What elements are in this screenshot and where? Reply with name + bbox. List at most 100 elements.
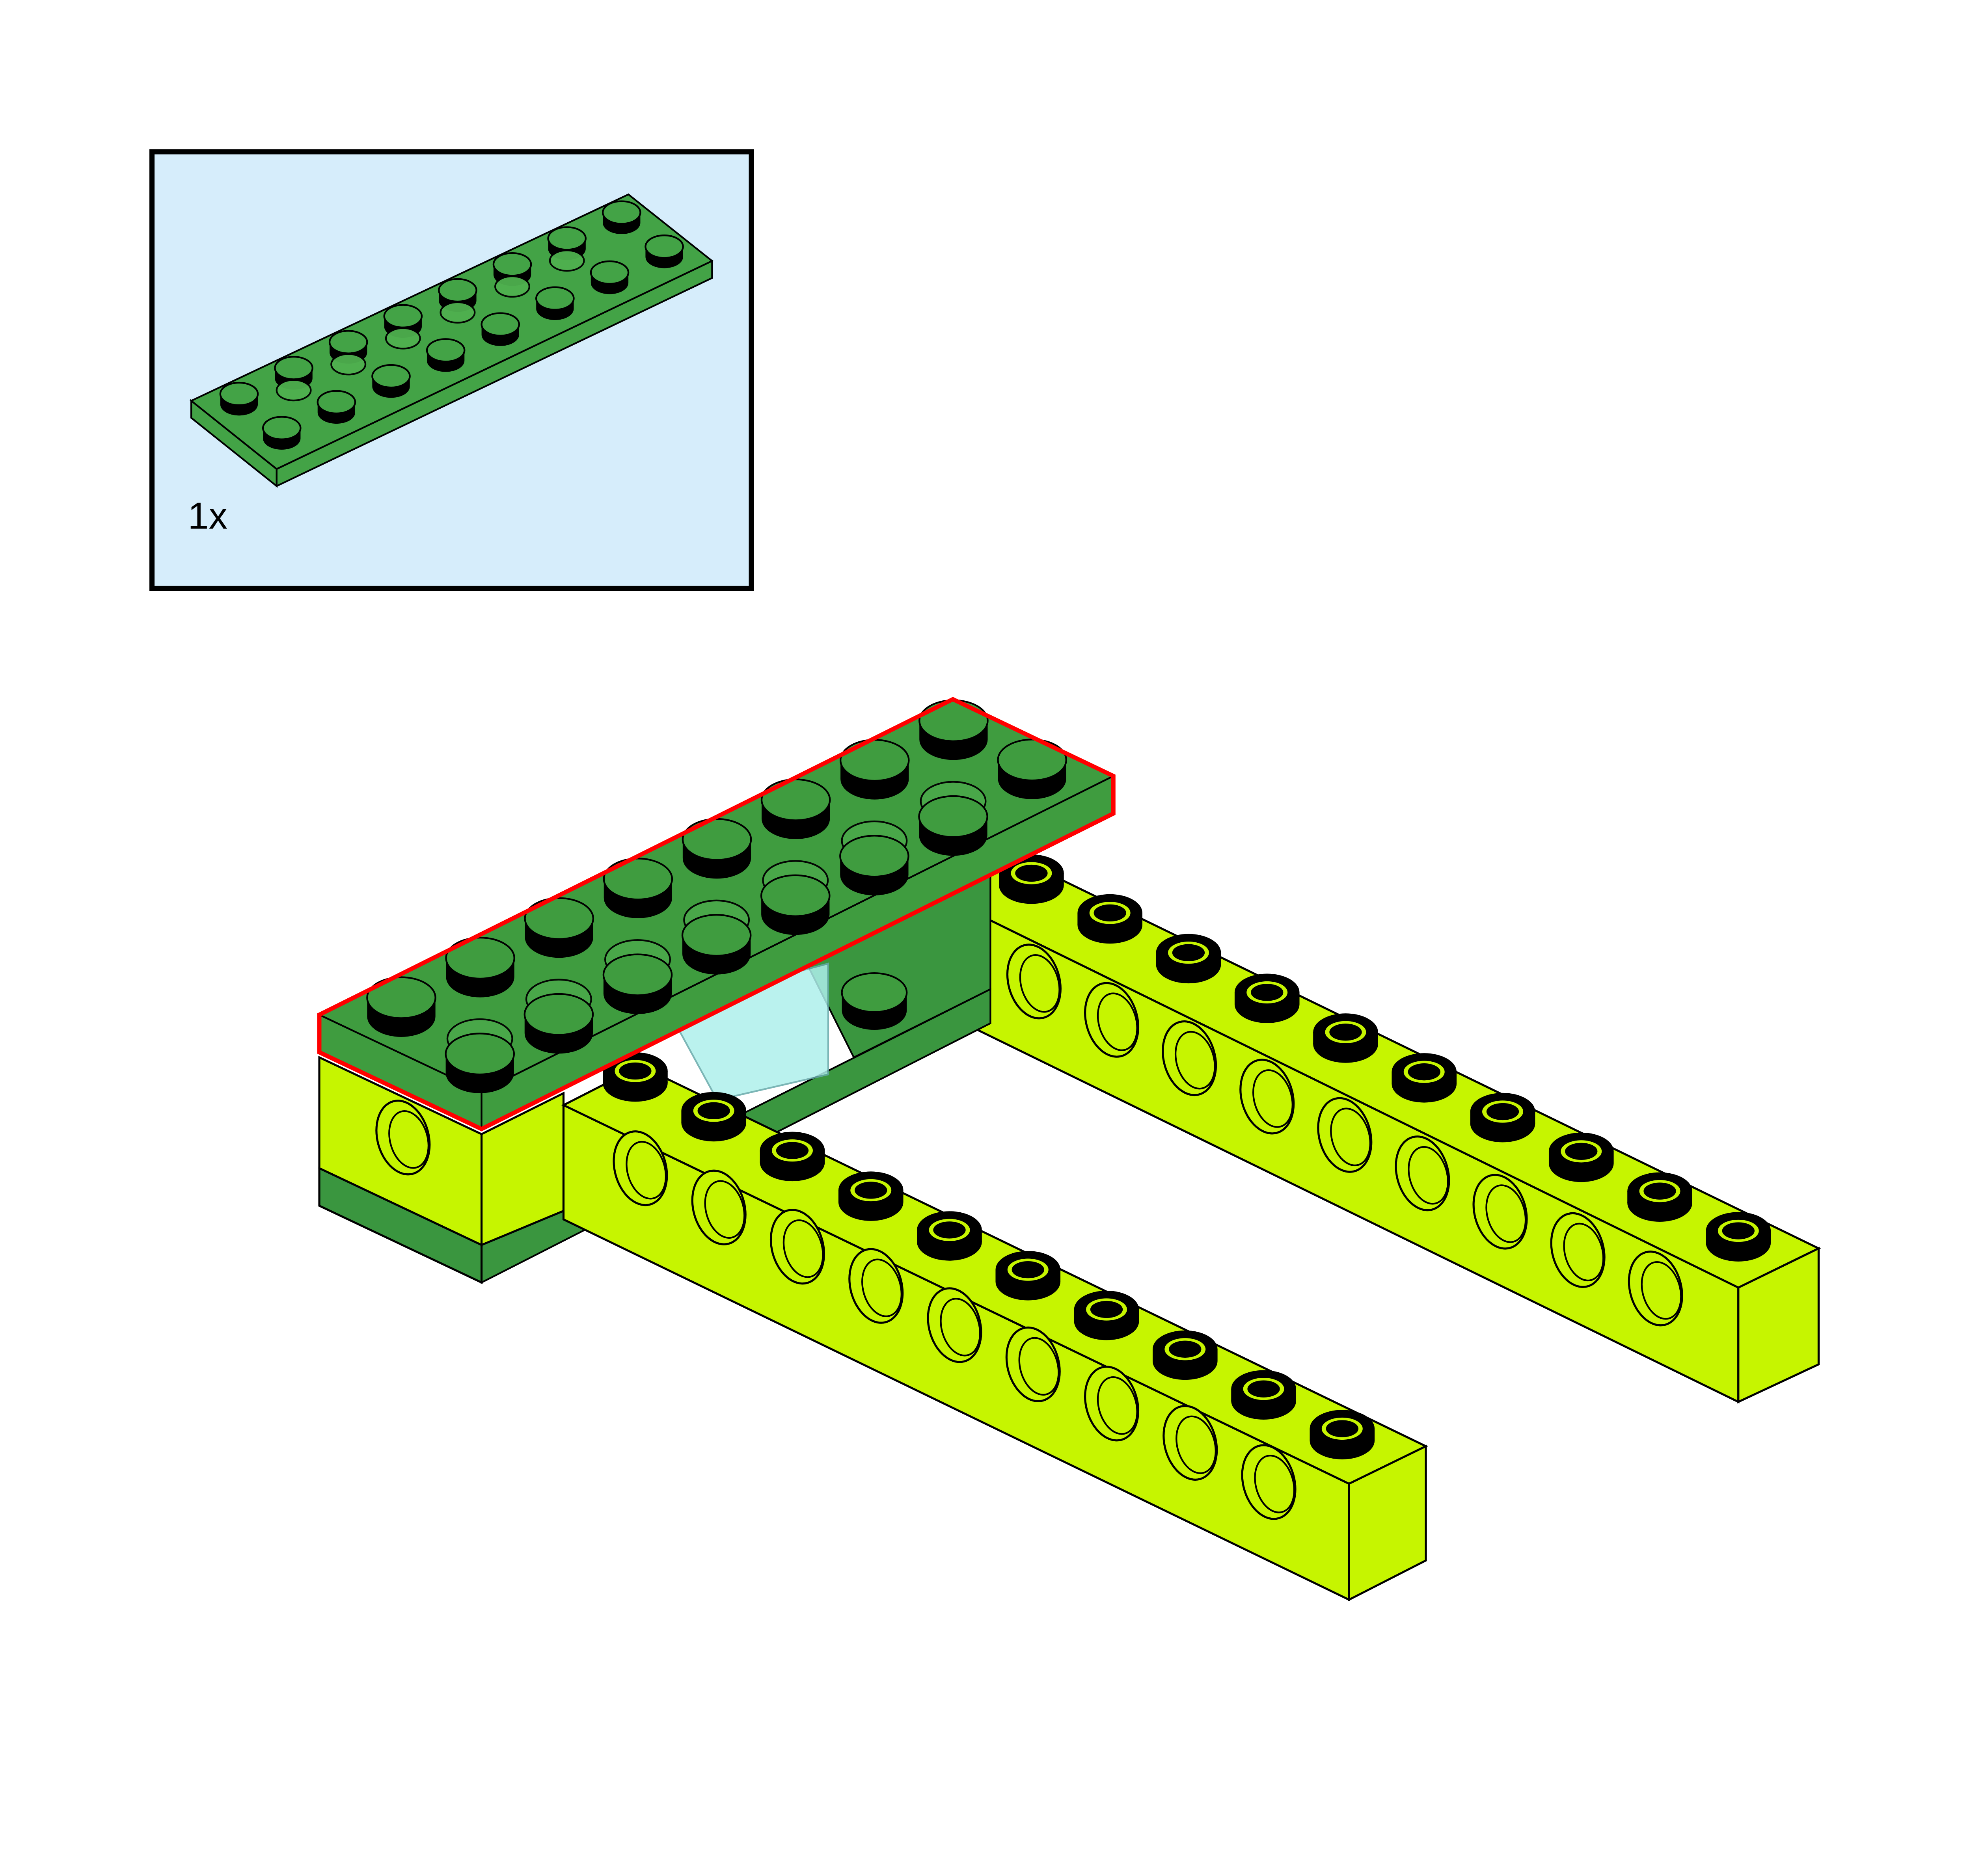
plate-stud [918,699,989,760]
plate-stud [523,993,594,1054]
callout-plate-part [190,193,714,488]
callout-stud [317,390,356,424]
hole-outer [1550,1212,1606,1288]
hole-inner [704,1180,745,1239]
hole-outer [1628,1251,1683,1327]
stud-top [547,226,587,251]
beam-stud [995,1251,1061,1301]
hole-inner [1408,1146,1449,1205]
beam-stud [603,1052,668,1102]
stud-top [262,416,302,440]
hole-inner [626,1141,667,1200]
beam-pin-hole [848,1248,904,1324]
parts-callout: 1x [149,149,754,591]
beam-pin-hole [769,1209,825,1285]
stud-top [219,382,259,406]
assembled-model [317,697,1821,1602]
stud-top [438,278,477,303]
plate-hole [494,275,531,298]
plate-stud [918,795,988,856]
hole-inner [1176,1415,1217,1474]
stud-top [645,234,684,259]
hole-outer [1162,1405,1218,1481]
hole-inner [1485,1184,1527,1243]
stud-hole [1169,1340,1202,1358]
beam-pin-hole [1084,982,1140,1058]
stud-top [602,200,641,225]
beam-stud [1234,973,1300,1023]
hole-outer [927,1287,982,1363]
beam-pin-hole [1006,944,1062,1020]
stud-top [274,356,313,380]
stud-hole [855,1182,887,1199]
beam-pin-hole [1395,1135,1450,1212]
new-plate-2x8 [317,697,1116,1132]
plate-hole [276,379,312,402]
stud-hole [1015,864,1048,882]
hole-inner [1641,1261,1682,1320]
stud-top [682,818,752,861]
brick-bottom-plate [318,1167,483,1284]
stud-top [328,330,368,354]
lower-plate-stud [841,972,908,1030]
hole-inner [1018,1337,1060,1396]
hole-outer [691,1169,747,1245]
beam-stud [1706,1212,1771,1262]
hole-inner [388,1110,430,1169]
beam-stud [1470,1092,1535,1143]
beam-end-face [1348,1444,1427,1602]
stud-top [492,252,532,277]
left-brick [318,1055,565,1284]
plate-stud [602,953,673,1014]
plate-stud [760,778,831,839]
plate-stud [760,874,831,935]
beam-pin-hole [1472,1174,1528,1250]
stud-hole [1172,944,1205,961]
stud-top [760,778,831,821]
plate-hole [440,301,476,324]
stud-hole [1247,1380,1280,1398]
beam-pin-hole [613,1130,668,1206]
plate-stud [681,914,752,975]
hole-outer [1084,1366,1140,1442]
hole-inner [1330,1107,1371,1167]
stud-top [535,286,575,311]
beam-pin-hole [1084,1366,1140,1442]
callout-stud [481,312,520,346]
hole-inner [1019,954,1060,1013]
hole-inner [1563,1223,1604,1282]
stud-top [445,1033,515,1076]
stud-top [839,739,910,782]
hole-inner [940,1298,981,1357]
stud-top [426,338,466,363]
plate-stud [682,818,752,879]
beam-front [561,1052,1429,1602]
hole-outer [1084,982,1140,1058]
beam-stud [1310,1410,1375,1459]
beam-stud [1392,1053,1457,1103]
stud-top [603,858,673,901]
stud-hole [697,1102,730,1119]
callout-stud [371,364,411,398]
hole-inner [861,1258,903,1318]
stud-top [841,972,908,1013]
beam-pin-hole [1162,1405,1218,1481]
beam-stud [1152,1330,1218,1380]
callout-stud [645,234,684,268]
beam-stud [1627,1172,1692,1222]
hole-outer [1162,1020,1217,1096]
plate-hole [385,327,421,350]
stud-top [371,364,411,389]
beam-stud [838,1171,904,1221]
beam-pin-hole [1162,1020,1217,1096]
stud-top [445,936,515,980]
plate-stud [445,936,515,998]
callout-stud [602,200,641,234]
hole-outer [613,1130,668,1206]
beam-pin-hole [375,1100,431,1176]
beam-stud [681,1092,747,1142]
stud-hole [1251,984,1284,1001]
callout-stud [426,338,466,372]
beam-pin-hole [1005,1326,1061,1402]
